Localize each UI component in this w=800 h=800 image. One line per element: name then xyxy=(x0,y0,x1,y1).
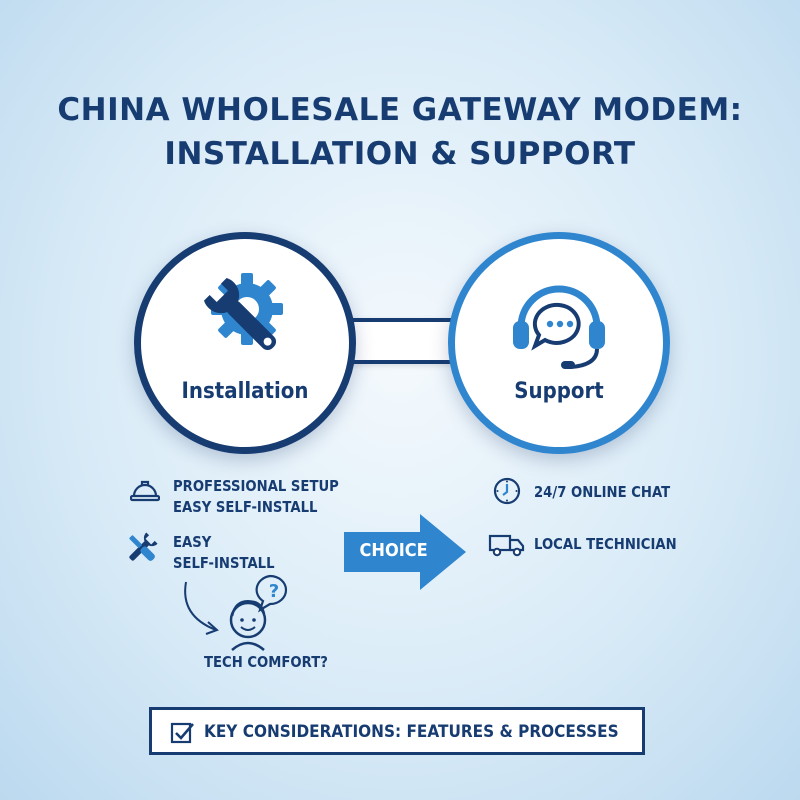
install-item-1-line-2: EASY SELF-INSTALL xyxy=(173,498,318,516)
gear-wrench-icon xyxy=(203,273,283,351)
headset-chat-icon xyxy=(513,285,605,369)
support-item-2: LOCAL TECHNICIAN xyxy=(534,535,677,553)
key-considerations-banner: KEY CONSIDERATIONS: FEATURES & PROCESSES xyxy=(149,707,645,755)
support-circle: Support xyxy=(448,232,670,454)
page-title-line-2: INSTALLATION & SUPPORT xyxy=(164,136,636,172)
svg-text:?: ? xyxy=(269,581,279,602)
checkbox-icon xyxy=(170,722,194,744)
choice-label: CHOICE xyxy=(359,540,428,561)
hard-hat-icon xyxy=(130,480,160,502)
clock-icon xyxy=(493,477,521,505)
install-item-2: EASY SELF-INSTALL xyxy=(173,532,288,574)
person-thinking-icon: ? xyxy=(229,574,288,651)
tools-icon xyxy=(129,532,158,561)
install-item-2-line-2: SELF-INSTALL xyxy=(173,554,275,572)
installation-circle: Installation xyxy=(134,232,356,454)
install-item-1-line-1: PROFESSIONAL SETUP xyxy=(173,477,339,495)
installation-label: Installation xyxy=(181,379,309,404)
tech-comfort-label: TECH COMFORT? xyxy=(204,653,328,671)
key-considerations-text: KEY CONSIDERATIONS: FEATURES & PROCESSES xyxy=(204,722,619,742)
page-title-line-1: CHINA WHOLESALE GATEWAY MODEM: xyxy=(57,92,743,128)
support-item-1: 24/7 ONLINE CHAT xyxy=(534,483,671,501)
choice-arrow xyxy=(344,514,466,590)
support-label: Support xyxy=(514,379,604,404)
curved-arrow-icon xyxy=(184,581,219,635)
install-item-2-line-1: EASY xyxy=(173,533,212,551)
truck-icon xyxy=(488,534,525,557)
install-item-1: PROFESSIONAL SETUP EASY SELF-INSTALL xyxy=(173,476,361,518)
